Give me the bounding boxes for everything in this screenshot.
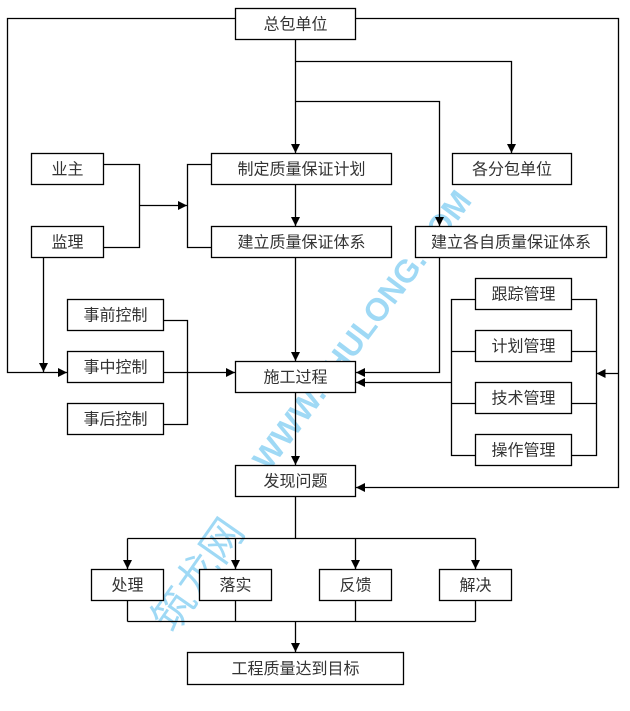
connector-gc-to-sub-quality-system bbox=[295, 100, 444, 226]
node-label: 监理 bbox=[51, 233, 83, 252]
node-box bbox=[474, 277, 573, 311]
node-handle: 处理 bbox=[90, 568, 165, 602]
node-find-problems: 发现问题 bbox=[234, 464, 357, 498]
node-feedback: 反馈 bbox=[318, 568, 393, 602]
node-box bbox=[234, 360, 357, 394]
node-supervisor: 监理 bbox=[30, 225, 105, 259]
connector-find-problems-split bbox=[127, 496, 476, 540]
node-box bbox=[66, 402, 165, 436]
connector-gc-to-in-control bbox=[6, 17, 235, 377]
connectors bbox=[6, 17, 620, 652]
node-label: 工程质量达到目标 bbox=[231, 659, 359, 678]
connector-management-right-bracket bbox=[572, 298, 598, 457]
node-general-contractor: 总包单位 bbox=[234, 7, 357, 41]
node-tracking-mgmt: 跟踪管理 bbox=[474, 277, 573, 311]
node-label: 跟踪管理 bbox=[491, 285, 555, 304]
node-box bbox=[186, 651, 405, 686]
node-tech-mgmt: 技术管理 bbox=[474, 381, 573, 415]
node-label: 解决 bbox=[459, 576, 491, 595]
connector-plan-group-bracket bbox=[186, 163, 211, 249]
node-box bbox=[474, 381, 573, 415]
node-box bbox=[234, 7, 357, 41]
connector-sub-system-to-construction bbox=[356, 257, 441, 377]
node-box bbox=[234, 464, 357, 498]
node-label: 技术管理 bbox=[491, 389, 555, 408]
node-box bbox=[210, 225, 393, 259]
connector-actions-merge bbox=[126, 600, 477, 623]
node-label: 计划管理 bbox=[491, 337, 555, 356]
connector-gc-to-find-problems bbox=[356, 17, 620, 492]
node-plan-mgmt: 计划管理 bbox=[474, 329, 573, 363]
node-box bbox=[30, 225, 105, 259]
node-box bbox=[414, 225, 608, 259]
node-construction-process: 施工过程 bbox=[234, 360, 357, 394]
node-label: 建立质量保证体系 bbox=[237, 233, 365, 252]
node-label: 总包单位 bbox=[263, 15, 327, 34]
node-box bbox=[66, 298, 165, 332]
node-box bbox=[198, 568, 273, 602]
node-implement: 落实 bbox=[198, 568, 273, 602]
node-label: 制定质量保证计划 bbox=[237, 160, 365, 179]
node-owner: 业主 bbox=[30, 152, 105, 186]
node-label: 施工过程 bbox=[263, 368, 327, 387]
node-label: 业主 bbox=[51, 160, 83, 179]
node-label: 落实 bbox=[219, 576, 251, 595]
connector-owner-supervisor-bracket bbox=[103, 163, 141, 249]
node-box bbox=[438, 568, 513, 602]
node-operation-mgmt: 操作管理 bbox=[474, 433, 573, 467]
node-box bbox=[30, 152, 105, 186]
node-label: 发现问题 bbox=[263, 472, 327, 491]
node-label: 各分包单位 bbox=[472, 160, 552, 179]
node-label: 事后控制 bbox=[83, 410, 147, 429]
node-post-control: 事后控制 bbox=[66, 402, 165, 436]
node-label: 建立各自质量保证体系 bbox=[431, 233, 591, 252]
node-resolve: 解决 bbox=[438, 568, 513, 602]
node-box bbox=[90, 568, 165, 602]
node-label: 反馈 bbox=[339, 576, 371, 595]
node-box bbox=[474, 329, 573, 363]
node-quality-plan: 制定质量保证计划 bbox=[210, 152, 393, 186]
node-label: 事前控制 bbox=[83, 306, 147, 325]
node-box bbox=[451, 152, 573, 186]
node-label: 操作管理 bbox=[491, 441, 555, 460]
node-pre-control: 事前控制 bbox=[66, 298, 165, 332]
node-goal: 工程质量达到目标 bbox=[186, 651, 405, 686]
node-label: 事中控制 bbox=[83, 358, 147, 377]
node-label: 处理 bbox=[111, 576, 143, 595]
node-subcontractors: 各分包单位 bbox=[451, 152, 573, 186]
connector-gc-to-subcontractors bbox=[295, 60, 516, 153]
node-box bbox=[66, 350, 165, 384]
node-box bbox=[318, 568, 393, 602]
node-in-control: 事中控制 bbox=[66, 350, 165, 384]
node-box bbox=[210, 152, 393, 186]
node-box bbox=[474, 433, 573, 467]
connector-management-left-bracket bbox=[450, 298, 475, 457]
node-quality-system: 建立质量保证体系 bbox=[210, 225, 393, 259]
node-sub-quality-system: 建立各自质量保证体系 bbox=[414, 225, 608, 259]
